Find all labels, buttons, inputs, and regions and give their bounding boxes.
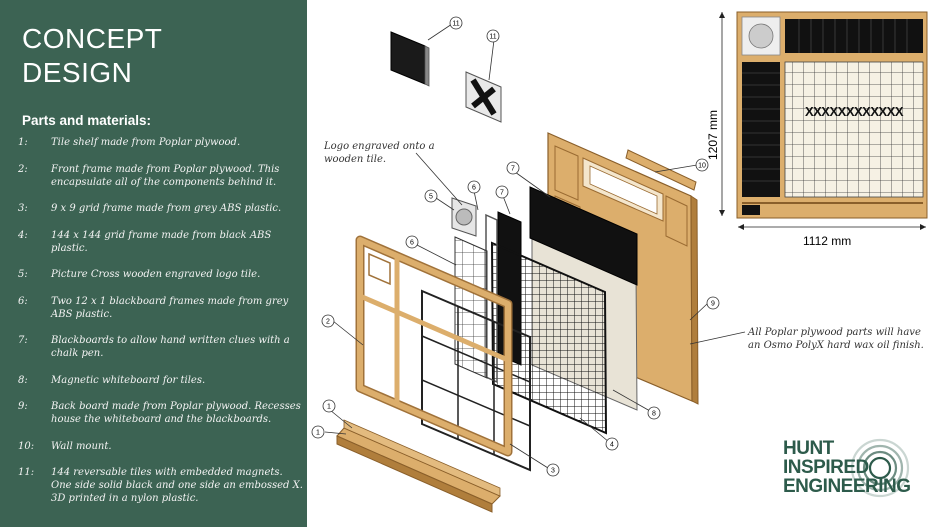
- part-description: Back board made from Poplar plywood. Rec…: [51, 401, 301, 425]
- callout-label: 11: [452, 21, 459, 28]
- brand-logo-line-3: ENGINEERING: [783, 476, 911, 497]
- part-description: 144 reversable tiles with embedded magne…: [51, 467, 303, 504]
- info-panel: CONCEPT DESIGN Parts and materials: 1: Ti…: [0, 0, 307, 527]
- callout-5: 5: [424, 189, 438, 203]
- list-item: 10: Wall mount.: [18, 440, 303, 453]
- callout-label: 4: [610, 442, 614, 449]
- callout-9: 9: [706, 296, 720, 310]
- callouts: 11 11 10 7 7 6 5 6 2 9 8 4 3 1 1: [311, 16, 720, 477]
- callout-10: 10: [695, 158, 709, 172]
- list-item: 8: Magnetic whiteboard for tiles.: [18, 374, 303, 387]
- finish-note: All Poplar plywood parts will have an Os…: [748, 327, 924, 351]
- title-line-2: DESIGN: [22, 57, 133, 88]
- part-description: Tile shelf made from Poplar plywood.: [51, 137, 241, 148]
- width-dimension: 1112 mm: [803, 234, 852, 248]
- parts-list: 1: Tile shelf made from Poplar plywood. 2…: [18, 136, 303, 519]
- part-number: 3:: [18, 203, 28, 214]
- part-number: 6:: [18, 295, 28, 307]
- brand-logo-line-2: INSPIRED: [783, 457, 869, 478]
- list-item: 4: 144 x 144 grid frame made from black A…: [18, 229, 303, 255]
- list-item: 7: Blackboards to allow hand written clue…: [18, 334, 303, 360]
- part-number: 2:: [18, 163, 28, 175]
- part-number: 10:: [18, 440, 35, 452]
- list-item: 5: Picture Cross wooden engraved logo til…: [18, 268, 303, 281]
- callout-3: 3: [546, 463, 560, 477]
- part-number: 11:: [18, 467, 35, 478]
- callout-8: 8: [647, 406, 661, 420]
- callout-7a: 7: [506, 161, 520, 175]
- assembled-preview: XXXXXXXXXXXX: [736, 11, 928, 219]
- part-number: 9:: [18, 401, 28, 412]
- preview-x-row: XXXXXXXXXXXX: [805, 104, 904, 119]
- black-tile: [390, 31, 430, 87]
- callout-label: 9: [711, 301, 715, 308]
- list-item: 6: Two 12 x 1 blackboard frames made from…: [18, 295, 303, 321]
- callout-label: 1: [327, 404, 331, 411]
- wall-mount: [625, 149, 697, 191]
- callout-1a: 1: [322, 399, 336, 413]
- callout-11a: 11: [449, 16, 463, 30]
- part-description: Front frame made from Poplar plywood. Th…: [51, 163, 280, 188]
- height-dimension: 1207 mm: [706, 109, 721, 161]
- callout-label: 3: [551, 468, 555, 475]
- callout-label: 8: [652, 411, 656, 418]
- list-item: 9: Back board made from Poplar plywood. R…: [18, 400, 303, 426]
- part-number: 4:: [18, 229, 28, 241]
- callout-4: 4: [605, 437, 619, 451]
- leader-lines: [324, 23, 746, 469]
- part-description: Picture Cross wooden engraved logo tile.: [51, 269, 261, 280]
- parts-heading: Parts and materials:: [22, 113, 152, 128]
- callout-label: 2: [326, 319, 330, 326]
- callout-label: 6: [410, 240, 414, 247]
- brand-logo-line-1: HUNT: [783, 438, 834, 459]
- logo-tile-note: Logo engraved onto a wooden tile.: [324, 141, 435, 165]
- exploded-diagram: 11 11 10 7 7 6 5 6 2 9 8 4 3 1 1: [311, 11, 928, 513]
- part-number: 8:: [18, 374, 28, 386]
- callout-7b: 7: [495, 185, 509, 199]
- page-title: CONCEPT DESIGN: [22, 22, 162, 90]
- brand-swirl-icon: [850, 438, 910, 498]
- part-number: 5:: [18, 269, 28, 280]
- part-description: Two 12 x 1 blackboard frames made from g…: [51, 295, 289, 320]
- blackboard-top: [529, 186, 638, 286]
- callout-11b: 11: [486, 29, 500, 43]
- brand-logo: HUNT INSPIRED ENGINEERING: [783, 436, 933, 504]
- part-number: 1:: [18, 137, 28, 148]
- callout-1b: 1: [311, 425, 325, 439]
- list-item: 11: 144 reversable tiles with embedded ma…: [18, 466, 303, 505]
- callout-label: 7: [500, 190, 504, 197]
- list-item: 3: 9 x 9 grid frame made from grey ABS pl…: [18, 202, 303, 215]
- callout-label: 6: [472, 185, 476, 192]
- part-description: Blackboards to allow hand written clues …: [51, 335, 290, 359]
- part-description: 144 x 144 grid frame made from black ABS…: [51, 229, 272, 254]
- part-number: 7:: [18, 335, 28, 346]
- part-description: Magnetic whiteboard for tiles.: [51, 374, 206, 386]
- callout-label: 5: [429, 194, 433, 201]
- title-line-1: CONCEPT: [22, 23, 163, 54]
- callout-label: 1: [316, 430, 320, 437]
- fine-grid-frame: [490, 241, 608, 435]
- part-description: Wall mount.: [51, 440, 112, 452]
- logo-tile: [451, 197, 477, 237]
- list-item: 2: Front frame made from Poplar plywood. …: [18, 163, 303, 189]
- nine-grid-frame: [421, 289, 531, 472]
- part-description: 9 x 9 grid frame made from grey ABS plas…: [51, 203, 282, 214]
- callout-label: 10: [698, 163, 706, 170]
- dimension-arrows: [719, 12, 926, 230]
- callout-6b: 6: [405, 235, 419, 249]
- callout-6a: 6: [467, 180, 481, 194]
- callout-2: 2: [321, 314, 335, 328]
- x-tile: [465, 71, 502, 123]
- callout-label: 7: [511, 166, 515, 173]
- list-item: 1: Tile shelf made from Poplar plywood.: [18, 136, 303, 149]
- callout-label: 11: [489, 34, 496, 41]
- front-frame: [355, 235, 513, 457]
